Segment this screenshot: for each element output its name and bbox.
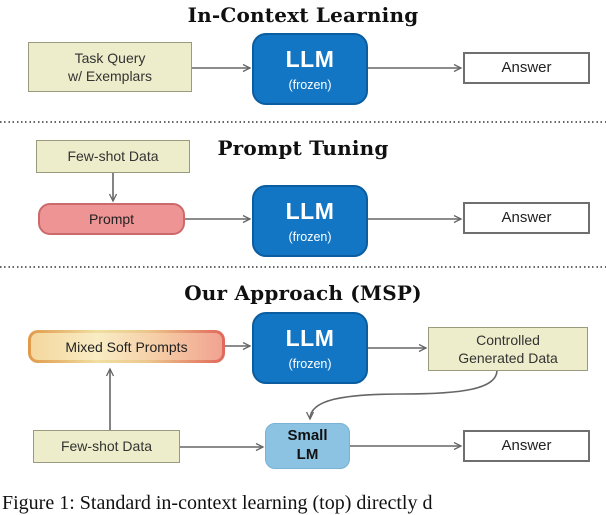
controlled-generated-data-line1: Controlled (476, 331, 540, 348)
llm-label: LLM (285, 324, 335, 351)
task-query-line1: Task Query (74, 49, 146, 66)
section-title-prompt-tuning: Prompt Tuning (217, 136, 389, 160)
task-query-box: Task Query w/ Exemplars (28, 42, 192, 92)
dotted-separator-2 (0, 266, 606, 268)
mixed-soft-prompts-label: Mixed Soft Prompts (65, 338, 188, 355)
controlled-generated-data-line2: Generated Data (458, 350, 558, 366)
dotted-separator-1 (0, 121, 606, 123)
prompt-label: Prompt (88, 210, 135, 227)
llm-box-msp: LLM (frozen) (252, 312, 368, 384)
controlled-generated-data-box: Controlled Generated Data (428, 327, 588, 371)
llm-box-icl: LLM (frozen) (252, 33, 368, 105)
small-lm-line1: Small (287, 427, 328, 445)
mixed-soft-prompts-box: Mixed Soft Prompts (28, 330, 225, 363)
answer-box-msp: Answer (463, 430, 590, 462)
llm-frozen-label: (frozen) (288, 356, 332, 371)
section-title-our-approach: Our Approach (MSP) (184, 281, 422, 305)
answer-label: Answer (501, 59, 552, 77)
section-title-in-context-learning: In-Context Learning (187, 3, 419, 27)
answer-box-pt: Answer (463, 202, 590, 234)
few-shot-data-label: Few-shot Data (60, 438, 153, 455)
llm-frozen-label: (frozen) (288, 229, 332, 244)
prompt-box: Prompt (38, 203, 185, 235)
llm-label: LLM (285, 197, 335, 224)
small-lm-box: Small LM (265, 423, 350, 469)
mixed-soft-prompts-inner: Mixed Soft Prompts (31, 333, 222, 360)
llm-box-pt: LLM (frozen) (252, 185, 368, 257)
llm-label: LLM (285, 45, 335, 72)
answer-box-icl: Answer (463, 52, 590, 84)
small-lm-line2: LM (296, 446, 319, 463)
few-shot-data-box-pt: Few-shot Data (36, 140, 190, 173)
few-shot-data-label: Few-shot Data (67, 148, 159, 165)
figure-canvas: { "figure": { "caption_partial": "Figure… (0, 3, 606, 514)
few-shot-data-box-msp: Few-shot Data (33, 430, 180, 463)
task-query-line2: w/ Exemplars (67, 68, 153, 84)
llm-frozen-label: (frozen) (288, 77, 332, 92)
answer-label: Answer (501, 209, 552, 227)
answer-label: Answer (501, 437, 552, 455)
